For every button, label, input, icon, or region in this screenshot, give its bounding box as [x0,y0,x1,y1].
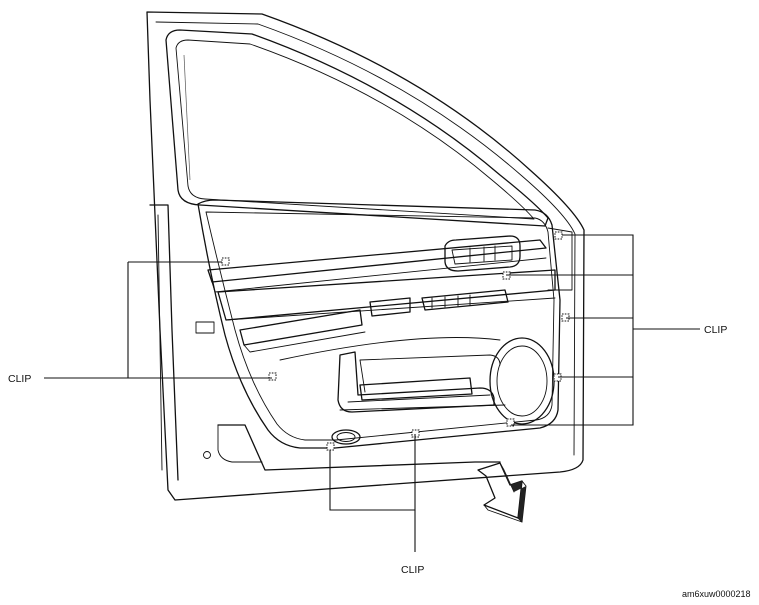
figure-reference-code: am6xuw0000218 [682,589,751,599]
door-trim-panel [197,199,561,449]
door-frame [146,11,585,501]
clip-marker [561,313,570,322]
clip-label-bottom: CLIP [401,564,424,576]
clip-marker [554,231,563,240]
clip-marker [326,442,335,451]
pull-direction-arrow [477,462,527,523]
clip-marker [268,372,277,381]
clip-marker [221,257,230,266]
clip-label-left: CLIP [8,373,31,385]
clip-marker [553,373,562,382]
clip-label-right: CLIP [704,324,727,336]
clip-marker [506,418,515,427]
leader-lines [44,234,700,552]
